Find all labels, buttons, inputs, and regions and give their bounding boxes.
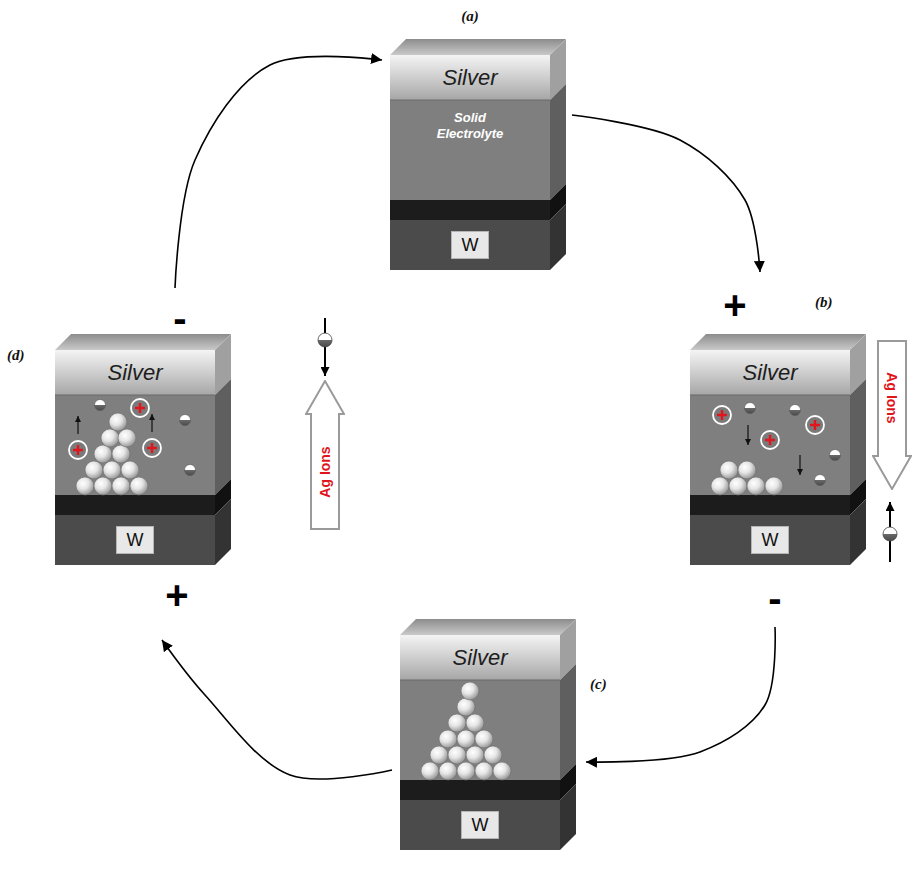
- cycle-arrow: [586, 627, 775, 762]
- electron-flow-arrow: [318, 318, 332, 376]
- electrons: [745, 403, 841, 486]
- silver-electrode: Silver: [690, 350, 850, 395]
- device-stack-a: [390, 39, 566, 270]
- polarity-sign: +: [723, 285, 746, 325]
- electrode-label: W: [462, 235, 479, 256]
- tungsten-electrode: W: [451, 231, 489, 259]
- cycle-arrow: [175, 56, 382, 288]
- silver-electrode: Silver: [55, 350, 215, 395]
- polarity-sign: -: [173, 298, 186, 338]
- silver-nuclei: [711, 461, 783, 495]
- device-stack: (c)SilverW: [400, 635, 560, 850]
- electrode-label: Silver: [452, 645, 507, 671]
- ion-flow-arrow: Ag Ions: [305, 380, 345, 530]
- layer-label: Solid Electrolyte: [425, 110, 515, 143]
- device-stack: (a)SilverSolid ElectrolyteW: [390, 55, 550, 270]
- ion-flow-label: Ag Ions: [317, 446, 333, 497]
- silver-ions: [69, 399, 161, 459]
- device-label: (d): [7, 347, 25, 364]
- polarity-sign: +: [165, 575, 188, 615]
- device-label: (c): [590, 676, 607, 693]
- block-arrow: [873, 341, 911, 489]
- drift-arrows: [78, 414, 152, 434]
- electrode-label: W: [127, 530, 144, 551]
- electrode-label: Silver: [442, 65, 497, 91]
- cycle-arrow: [162, 640, 392, 779]
- tungsten-electrode: W: [116, 526, 154, 554]
- solid-electrolyte-layer: Solid Electrolyte: [425, 110, 515, 143]
- silver-electrode: Silver: [390, 55, 550, 100]
- device-stack: (d)SilverW: [55, 350, 215, 565]
- electrons: [95, 400, 196, 476]
- ion-flow-arrow: Ag Ions: [872, 340, 912, 490]
- silver-ions: [713, 406, 824, 449]
- ion-flow-label: Ag Ions: [884, 372, 900, 423]
- electrode-label: Silver: [742, 360, 797, 386]
- device-stack-b: [690, 334, 866, 565]
- device-label: (a): [461, 8, 479, 25]
- electrode-label: W: [472, 815, 489, 836]
- silver-electrode: Silver: [400, 635, 560, 680]
- polarity-sign: -: [768, 578, 781, 618]
- electrode-label: Silver: [107, 360, 162, 386]
- device-label: (b): [815, 294, 833, 311]
- device-stack-d: [55, 334, 231, 565]
- drift-arrows: [748, 425, 800, 475]
- device-stack: (b)SilverW: [690, 350, 850, 565]
- block-arrow: [306, 381, 344, 529]
- device-stack-c: [400, 619, 576, 850]
- tungsten-electrode: W: [751, 526, 789, 554]
- cycle-arrow: [572, 115, 760, 272]
- tungsten-electrode: W: [461, 811, 499, 839]
- electron-flow-arrow: [883, 502, 897, 562]
- electrode-label: W: [762, 530, 779, 551]
- silver-filament: [421, 682, 511, 780]
